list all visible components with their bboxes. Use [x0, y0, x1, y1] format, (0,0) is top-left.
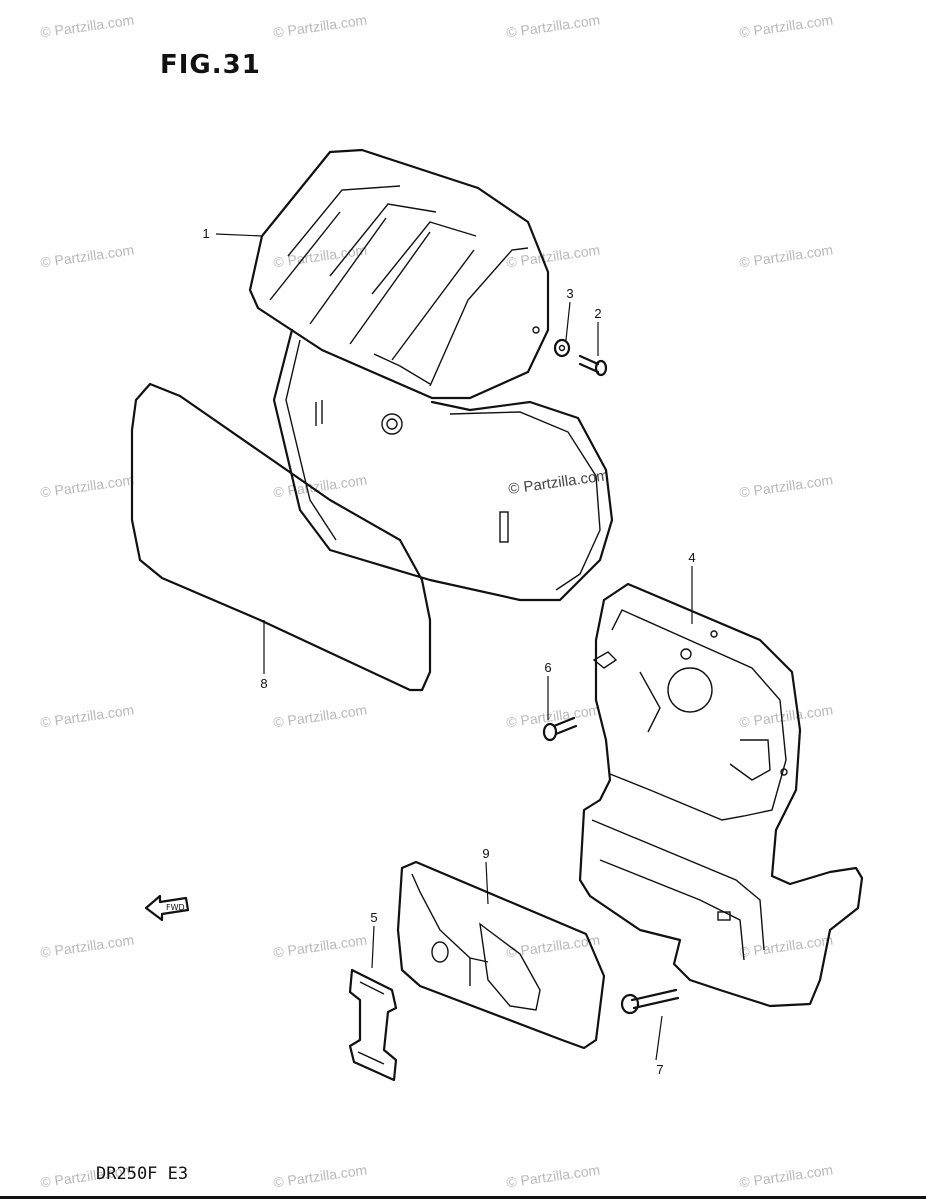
- callout-6: 6: [544, 660, 552, 675]
- callout-4: 4: [688, 550, 696, 565]
- part-8-lens: [130, 382, 432, 692]
- model-code: DR250F E3: [96, 1164, 189, 1184]
- part-7-bolt: [620, 988, 680, 1015]
- callout-7: 7: [656, 1062, 664, 1077]
- callout-9: 9: [482, 846, 490, 861]
- callout-3: 3: [566, 286, 574, 301]
- callout-1: 1: [202, 226, 210, 241]
- part-5-strap: [348, 968, 398, 1082]
- callout-2: 2: [594, 306, 602, 321]
- figure-title: FIG.31: [160, 50, 261, 80]
- bottom-rule: [0, 1196, 926, 1199]
- part-2-bolt: [578, 354, 608, 377]
- callout-8: 8: [260, 676, 268, 691]
- part-3-washer: [553, 338, 571, 358]
- part-4-bracket: [578, 582, 864, 1008]
- headlight-cover-shell: [272, 328, 614, 602]
- callout-5: 5: [370, 910, 378, 925]
- forward-arrow-icon: FWD: [144, 894, 190, 922]
- part-1-headlight-housing: [248, 148, 550, 400]
- forward-arrow-label: FWD: [166, 903, 185, 912]
- leader-lines: [215, 233, 693, 1061]
- part-9-plate: [396, 860, 606, 1050]
- part-6-bolt: [542, 716, 578, 742]
